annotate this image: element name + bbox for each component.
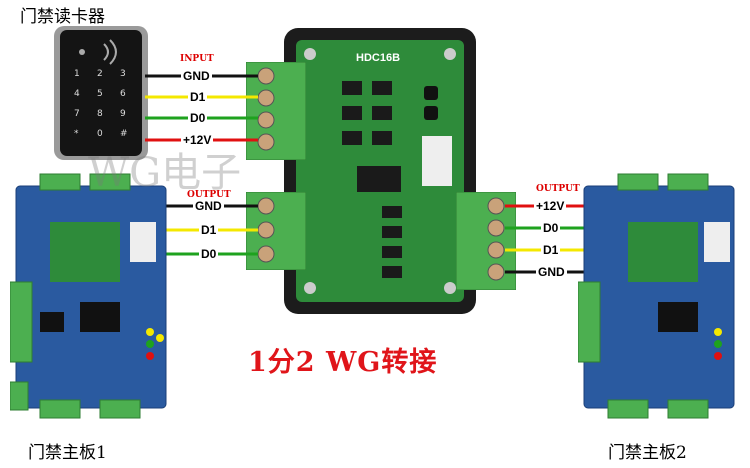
- watermark: WG电子: [88, 150, 242, 196]
- reader-label: 门禁读卡器: [20, 7, 105, 27]
- svg-text:3: 3: [120, 69, 126, 79]
- output-right-wire-d0: D0: [541, 221, 561, 235]
- diagram-title: 1分2 WG转接: [248, 347, 438, 378]
- svg-text:8: 8: [97, 109, 103, 119]
- output-right-section-label: OUTPUT: [536, 184, 580, 194]
- svg-text:*: *: [74, 129, 79, 139]
- card-reader: 1 2 3 4 5 6 7 8 9 * 0 #: [54, 26, 148, 160]
- svg-text:4: 4: [74, 89, 80, 99]
- svg-text:6: 6: [120, 89, 126, 99]
- controller-board-2: [578, 173, 735, 419]
- svg-text:1: 1: [74, 69, 80, 79]
- svg-text:0: 0: [97, 129, 103, 139]
- output-right-terminal-block: [456, 192, 516, 290]
- svg-text:9: 9: [120, 109, 126, 119]
- input-terminal-block: [246, 62, 306, 160]
- svg-text:2: 2: [97, 69, 103, 79]
- controller-board-1: [10, 173, 167, 419]
- output-right-wire-d1: D1: [541, 243, 561, 257]
- input-wire-d0: D0: [188, 111, 208, 125]
- output-right-wire-12v: +12V: [534, 199, 567, 213]
- output-left-wire-d0: D0: [199, 247, 219, 261]
- input-section-label: INPUT: [180, 54, 214, 64]
- module-model-label: HDC16B: [356, 52, 401, 64]
- svg-text:5: 5: [97, 89, 103, 99]
- svg-text:#: #: [120, 129, 128, 139]
- input-wire-12v: +12V: [181, 133, 214, 147]
- output-right-wire-gnd: GND: [536, 265, 567, 279]
- output-left-wire-gnd: GND: [193, 199, 224, 213]
- input-wire-d1: D1: [188, 90, 208, 104]
- svg-text:7: 7: [74, 109, 80, 119]
- input-wire-gnd: GND: [181, 69, 212, 83]
- board1-label: 门禁主板1: [28, 443, 107, 463]
- board2-label: 门禁主板2: [608, 443, 687, 463]
- output-left-wire-d1: D1: [199, 223, 219, 237]
- hdc16b-module: [284, 28, 476, 314]
- output-left-section-label: OUTPUT: [187, 190, 231, 200]
